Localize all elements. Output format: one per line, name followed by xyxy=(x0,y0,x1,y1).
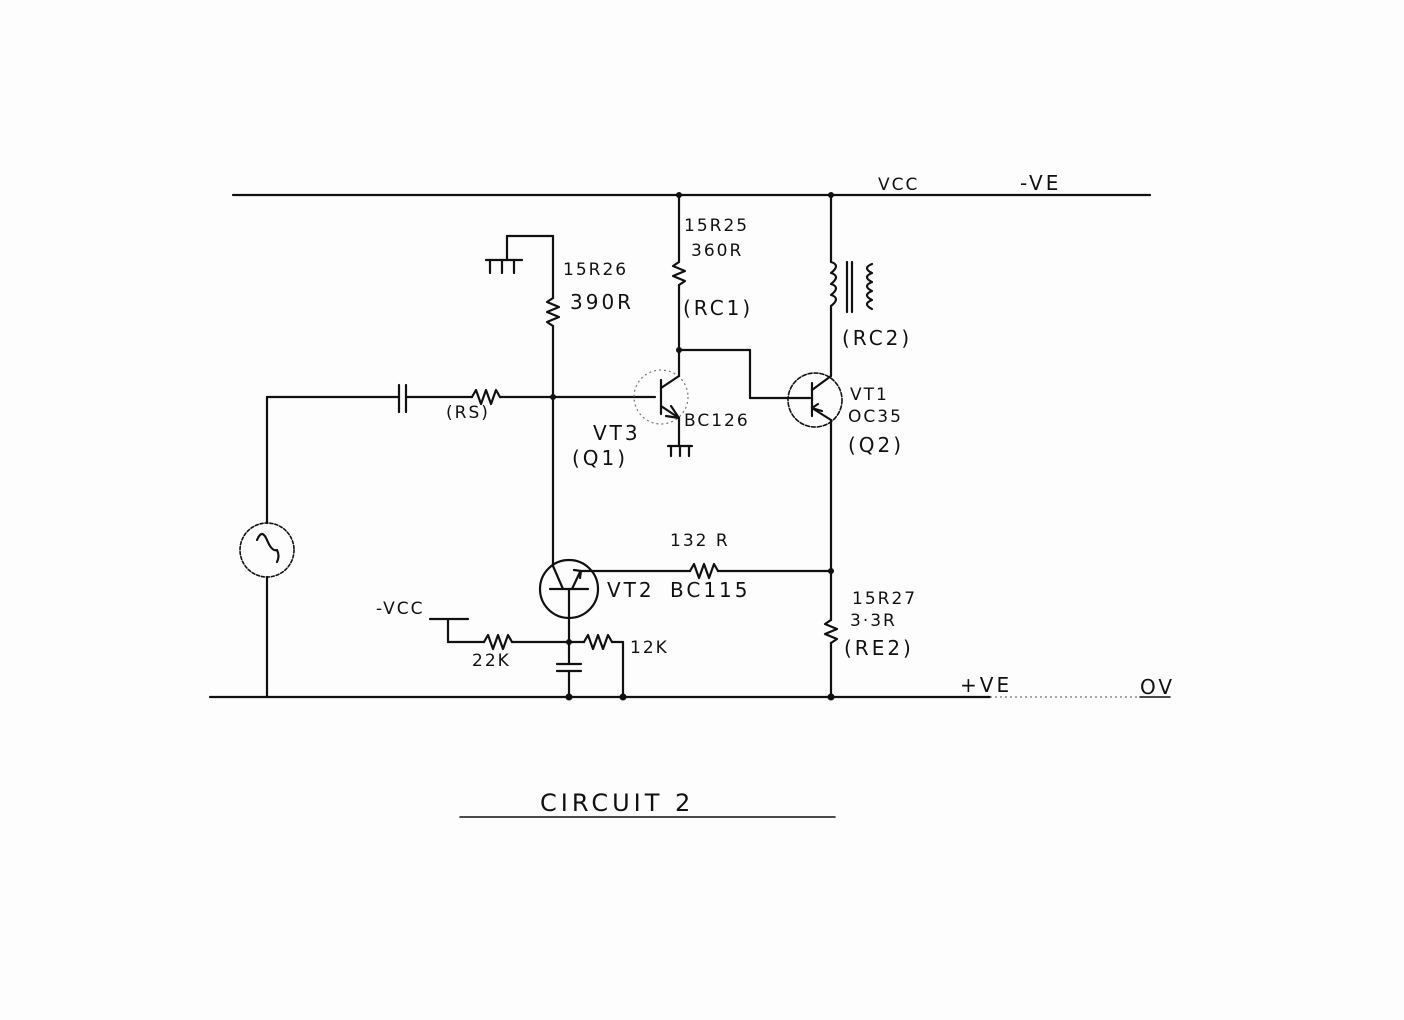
vt1-alias: (Q2) xyxy=(848,433,904,457)
r-15r25-ref: 15R25 xyxy=(684,216,749,236)
r-15r26-ref: 15R26 xyxy=(563,260,628,280)
vt3-ref: VT3 xyxy=(593,421,641,445)
coil-rc2-alias: (RC2) xyxy=(842,326,912,350)
rail-label-neg-ve: -VE xyxy=(1020,171,1061,195)
r-15r27-ref: 15R27 xyxy=(852,589,917,609)
rail-label-vcc: VCC xyxy=(878,175,919,195)
transistor-vt2 xyxy=(538,558,600,620)
earth-symbol-vt3 xyxy=(666,444,694,458)
junction-dot xyxy=(565,693,573,701)
r-15r25-value: 360R xyxy=(691,241,743,261)
r-12k-value: 12K xyxy=(630,638,669,658)
vt1-part: OC35 xyxy=(848,407,903,427)
resistor-12k xyxy=(582,633,614,651)
coupling-capacitor xyxy=(397,383,408,414)
ac-source-circle xyxy=(239,522,295,578)
signal-source xyxy=(239,395,295,699)
rail-label-pos-ve: +VE xyxy=(960,673,1012,697)
vt3-alias: (Q1) xyxy=(572,446,628,470)
vt1-ref: VT1 xyxy=(850,385,889,405)
r-22k-value: 22K xyxy=(472,651,511,671)
resistor-15r27 xyxy=(823,618,839,645)
diagram-title: CIRCUIT 2 xyxy=(540,789,694,817)
resistor-132r xyxy=(688,562,720,580)
r-132-value: 132 R xyxy=(670,531,730,551)
neg-vcc-label: -VCC xyxy=(376,599,425,619)
coil-rc2 xyxy=(829,260,874,314)
junction-dot xyxy=(676,192,682,198)
vt2-ref: VT2 xyxy=(607,578,655,602)
r-15r26-value: 390R xyxy=(570,290,634,314)
resistor-22k xyxy=(482,633,514,651)
resistor-15r26 xyxy=(545,296,561,328)
r-15r27-value: 3·3R xyxy=(850,611,897,631)
earth-symbol-top xyxy=(484,234,555,275)
rs-label: (RS) xyxy=(446,403,490,423)
transistor-vt3 xyxy=(633,369,689,425)
transistor-vt1 xyxy=(787,372,843,428)
sine-wave-icon xyxy=(255,532,280,564)
resistor-rs xyxy=(470,388,502,406)
r-15r27-alias: (RE2) xyxy=(844,636,914,660)
r-15r25-alias: (RC1) xyxy=(683,296,753,320)
junction-dot xyxy=(827,693,835,701)
vt3-part: BC126 xyxy=(684,411,750,431)
resistor-15r25 xyxy=(671,260,687,287)
junction-dot xyxy=(619,693,627,701)
rail-label-0v: OV xyxy=(1140,675,1175,699)
vt2-part: BC115 xyxy=(670,578,751,602)
